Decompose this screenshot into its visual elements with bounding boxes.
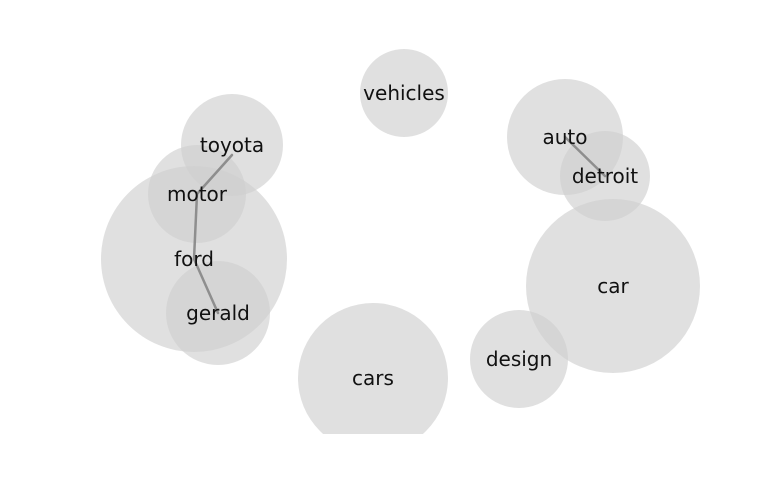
- label-gerald: gerald: [186, 301, 250, 325]
- label-car: car: [597, 274, 629, 298]
- edge-motor-ford: [192, 192, 199, 261]
- edges-layer: [192, 135, 607, 315]
- bubble-toyota: [181, 94, 283, 196]
- label-ford: ford: [174, 247, 214, 271]
- labels-layer: ford motor toyota gerald vehicles auto detroit…: [167, 81, 638, 390]
- edge-ford-gerald: [192, 257, 220, 315]
- label-detroit: detroit: [572, 164, 638, 188]
- edge-toyota-motor: [195, 153, 234, 196]
- edge-auto-detroit: [563, 135, 607, 178]
- label-cars: cars: [352, 366, 394, 390]
- bubble-design: [470, 310, 568, 408]
- label-toyota: toyota: [200, 133, 264, 157]
- plot-area: ford motor toyota gerald vehicles auto detroit…: [101, 49, 700, 434]
- bubble-vehicles: [360, 49, 448, 137]
- label-auto: auto: [542, 125, 587, 149]
- bubble-car: [526, 199, 700, 373]
- label-motor: motor: [167, 182, 228, 206]
- label-design: design: [486, 347, 552, 371]
- bubble-cars: [298, 303, 448, 434]
- label-vehicles: vehicles: [363, 81, 445, 105]
